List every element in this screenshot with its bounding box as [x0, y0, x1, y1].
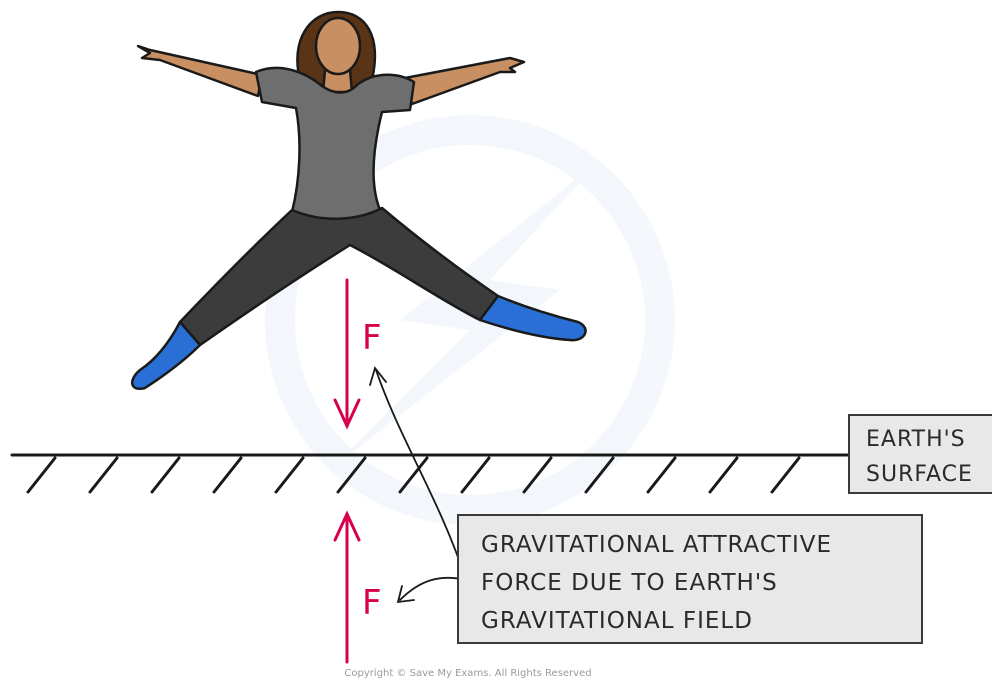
gravitational-label-line: GRAVITATIONAL ATTRACTIVE [481, 532, 833, 558]
right-arm [403, 56, 526, 106]
force-arrow-up [333, 510, 361, 664]
right-foot-sock [478, 294, 587, 342]
gravitational-force-label: GRAVITATIONAL ATTRACTIVE FORCE DUE TO EA… [457, 514, 923, 644]
copyright-text: Copyright © Save My Exams. All Rights Re… [344, 668, 592, 679]
face [314, 16, 362, 76]
earth-surface-label-line: EARTH'S [866, 427, 966, 452]
earth-surface-label-line: SURFACE [866, 462, 973, 487]
left-foot-sock [131, 320, 202, 391]
left-arm [136, 44, 264, 98]
shirt [254, 66, 416, 221]
earth-surface-line [10, 453, 852, 494]
jumping-person [131, 10, 587, 391]
gravitational-label-line: FORCE DUE TO EARTH'S [481, 570, 778, 596]
earth-surface-label: EARTH'S SURFACE [848, 414, 992, 494]
gravitational-label-line: GRAVITATIONAL FIELD [481, 608, 753, 634]
force-arrow-down [333, 278, 361, 430]
trousers [178, 206, 500, 347]
force-label-top: F [362, 318, 382, 358]
watermark-logo [265, 115, 675, 525]
force-label-bottom: F [362, 583, 382, 623]
